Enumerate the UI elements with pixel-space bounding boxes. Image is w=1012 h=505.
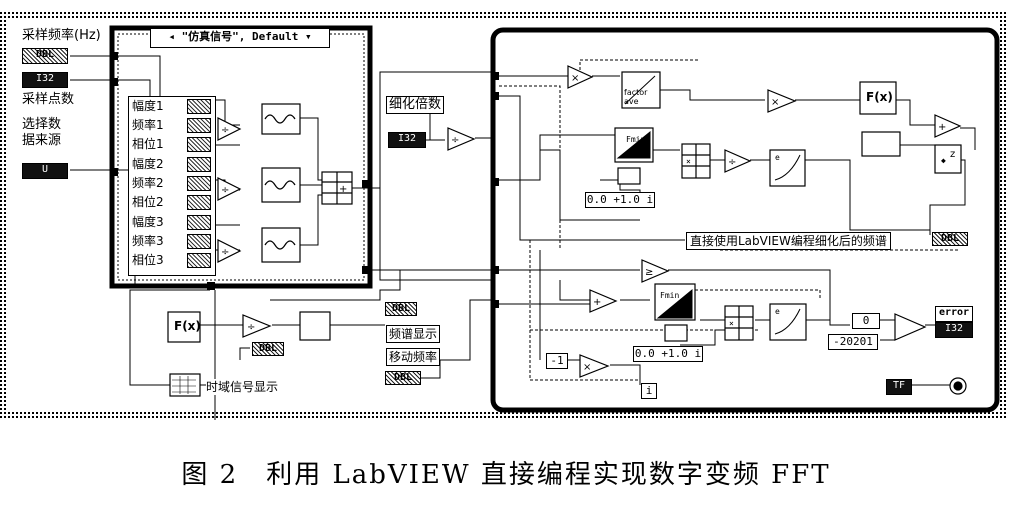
svg-text:◆: ◆ [941,156,946,165]
sample-rate-terminal[interactable]: DBL [22,48,68,64]
svg-text:÷: ÷ [728,157,736,168]
sample-count-label: 采样点数 [22,92,75,108]
spectrum-display-label: 频谱显示 [386,325,441,343]
signal-param-9-terminal [187,253,211,268]
zero-constant[interactable]: 0 [852,313,880,329]
figure-caption: 图 2 利用 LabVIEW 直接编程实现数字变频 FFT [181,460,831,490]
dbl-terminal-3: DBL [385,371,421,385]
svg-text:+: + [593,297,601,308]
right-loop-structure [490,27,1000,413]
signal-param-2-terminal [187,118,211,133]
svg-text:÷: ÷ [221,125,229,136]
neg-one-constant[interactable]: -1 [546,353,568,369]
loop-index-terminal: i [641,383,657,399]
decimate-ave-text: ave [624,97,639,106]
sample-count-terminal[interactable]: I32 [22,72,68,88]
signal-param-list: 幅度1 频率1 相位1 幅度2 频率2 相位2 幅度3 频率3 相位3 [128,96,216,276]
svg-text:+: + [938,122,946,133]
svg-text:÷: ÷ [221,247,229,258]
error-terminal: I32 [935,322,973,338]
signal-param-9[interactable]: 相位3 [132,253,164,267]
select-data-source-label-line1: 选择数 [22,117,62,133]
xz-text: z [950,149,956,160]
signal-param-3[interactable]: 相位1 [132,137,164,151]
refine-factor-label: 细化倍数 [386,96,445,114]
svg-text:Fmin: Fmin [660,291,679,300]
case-selector-decrement-icon[interactable]: ◂ [168,30,175,43]
dbl-terminal-2: DBL [252,342,284,356]
case-selector-dropdown-icon[interactable]: ▾ [305,30,312,43]
svg-text:×: × [729,319,734,328]
refined-spectrum-label: 直接使用LabVIEW编程细化后的频谱 [686,232,891,250]
complex-constant-2[interactable]: 0.0 +1.0 i [633,346,703,362]
signal-param-7[interactable]: 幅度3 [132,215,164,229]
svg-text:÷: ÷ [247,322,255,333]
svg-text:≥: ≥ [645,267,653,278]
case-selector[interactable]: ◂ "仿真信号", Default ▾ [150,28,330,48]
svg-text:÷: ÷ [451,135,459,146]
case-selector-value: "仿真信号", Default [181,30,299,43]
dbl-terminal-1: DBL [385,302,417,316]
signal-param-7-terminal [187,215,211,230]
signal-param-8-terminal [187,234,211,249]
fft-left-text: F(x) [174,319,201,333]
svg-text:e: e [775,153,780,162]
signal-param-6-terminal [187,195,211,210]
decimate-factor-text: factor [624,88,648,97]
signal-param-5-terminal [187,176,211,191]
boolean-constant[interactable]: TF [886,379,912,395]
svg-text:e: e [775,307,780,316]
complex-constant-1[interactable]: 0.0 +1.0 i [585,192,655,208]
signal-param-5[interactable]: 频率2 [132,176,164,190]
value-20201-constant[interactable]: -20201 [828,334,878,350]
signal-param-1-terminal [187,99,211,114]
time-signal-display-label: 时域信号显示 [206,379,279,395]
svg-text:÷: ÷ [221,185,229,196]
signal-param-6[interactable]: 相位2 [132,195,164,209]
refined-output-terminal: DBL [932,232,968,246]
signal-param-3-terminal [187,137,211,152]
shift-frequency-label: 移动频率 [386,348,441,366]
fft-right-text: F(x) [866,90,893,104]
signal-param-1[interactable]: 幅度1 [132,99,164,113]
svg-text:Fmin: Fmin [626,135,645,144]
outer-sequence-frame [0,10,1006,418]
select-data-source-label-line2: 据来源 [22,133,62,149]
svg-text:×: × [686,157,691,166]
sample-rate-label: 采样频率(Hz) [22,28,101,44]
signal-param-8[interactable]: 频率3 [132,234,164,248]
signal-param-4[interactable]: 幅度2 [132,157,164,171]
svg-text:×: × [583,362,591,373]
signal-param-4-terminal [187,157,211,172]
error-label: error [935,306,973,322]
svg-text:×: × [771,97,779,108]
select-data-source-terminal[interactable]: U [22,163,68,179]
signal-param-2[interactable]: 频率1 [132,118,164,132]
svg-text:×: × [571,73,579,84]
refine-factor-terminal[interactable]: I32 [388,132,426,148]
svg-text:+: + [339,184,347,195]
